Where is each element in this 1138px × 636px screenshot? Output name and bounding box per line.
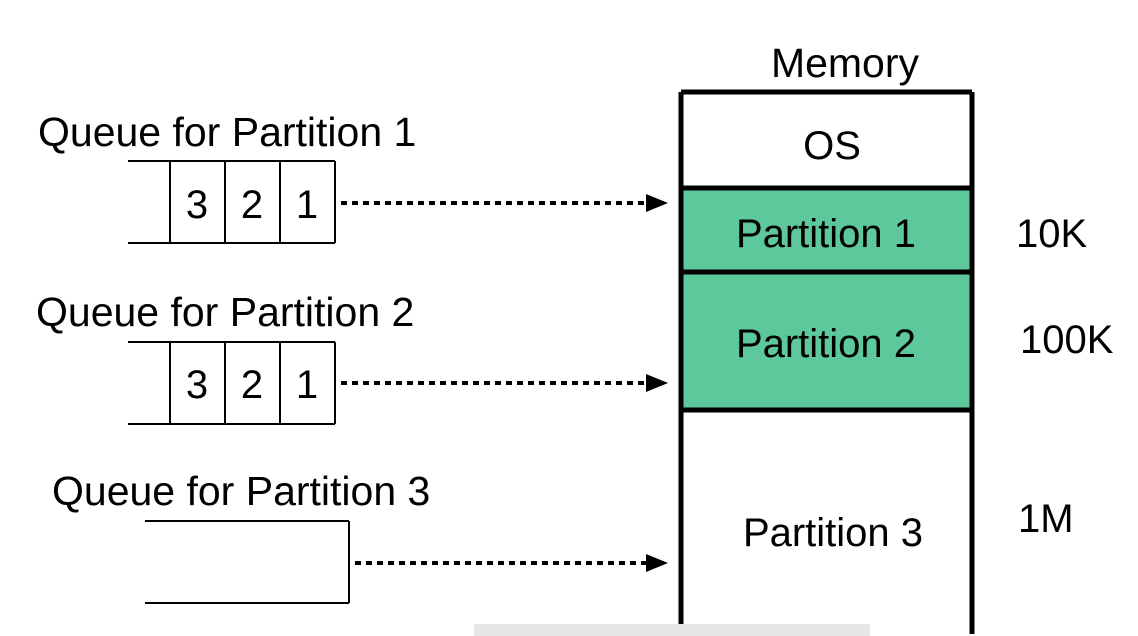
queue-container [145,520,350,604]
partition-size-label: 100K [1020,318,1114,362]
queue-item: 2 [241,183,263,227]
memory-section-label: OS [803,124,861,168]
partition-sizes: 10K 100K 1M [1016,212,1114,541]
memory-section-label: Partition 3 [743,511,923,555]
queue-title: Queue for Partition 1 [38,109,416,155]
queue-title: Queue for Partition 3 [52,468,430,514]
queue-item: 1 [296,363,318,407]
queue-partition-2: Queue for Partition 2 3 2 1 [36,289,668,425]
queue-partition-1: Queue for Partition 1 3 2 1 [38,109,668,244]
memory-block: Memory OS Partition 1 Partition 2 Partit… [678,40,975,634]
memory-title: Memory [771,40,920,86]
memory-section-partition-3 [681,410,972,632]
queue-container [128,160,336,244]
dotted-arrow [341,194,668,212]
memory-section-partition-1 [681,188,972,272]
memory-section-label: Partition 2 [736,322,916,366]
memory-section-os [681,92,972,188]
partition-size-label: 1M [1018,497,1074,541]
queue-title: Queue for Partition 2 [36,289,414,335]
queue-item: 3 [186,183,208,227]
dotted-arrow [341,374,668,392]
scroll-bar [474,624,870,636]
memory-section-partition-2 [681,272,972,410]
queue-item: 3 [186,363,208,407]
memory-section-label: Partition 1 [736,212,916,256]
queue-container [128,341,336,425]
memory-outline [678,89,975,634]
queue-partition-3: Queue for Partition 3 [52,468,668,604]
dotted-arrow [355,554,668,572]
queue-item: 1 [296,183,318,227]
queue-item: 2 [241,363,263,407]
partition-size-label: 10K [1016,212,1087,256]
